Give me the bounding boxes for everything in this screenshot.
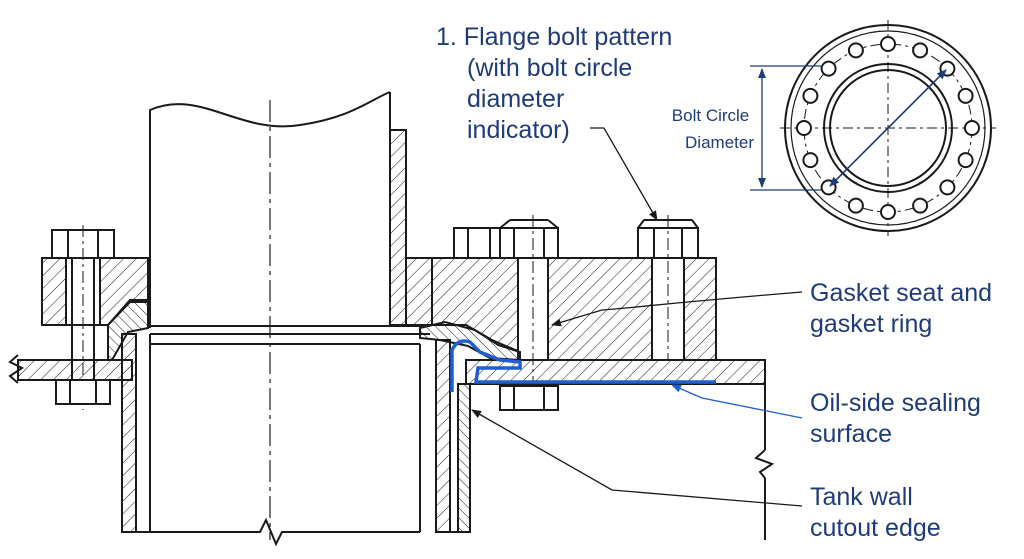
bolt-hole [964, 120, 980, 136]
bolt-hole [912, 197, 929, 214]
bolt-hole [957, 152, 974, 169]
left-tube-wall [121, 333, 151, 533]
label-gasket-seat: Gasket seat and gasket ring [810, 279, 999, 338]
right-tube-wall [419, 339, 471, 533]
bolt-hole [880, 36, 896, 52]
bolt-hole [847, 197, 864, 214]
oil-side-sealing-surface-highlight [450, 339, 716, 392]
leader-oil-side [671, 384, 803, 419]
leader-flange-bolt [590, 127, 658, 221]
right-bolt-inner [453, 215, 559, 411]
bolt-circle-dimension [750, 65, 822, 191]
bolt-hole [912, 42, 929, 59]
left-bolt [51, 225, 115, 410]
bushing-tube [149, 91, 407, 540]
conductor-lines [150, 325, 430, 345]
bolt-hole [957, 87, 974, 104]
bolt-hole [847, 42, 864, 59]
bolt-hole [802, 87, 819, 104]
label-flange-bolt-pattern: 1. Flange bolt pattern (with bolt circle… [436, 23, 679, 144]
bolt-hole [880, 204, 896, 220]
left-tank-plate [8, 354, 133, 384]
bolt-circle-inset [780, 20, 996, 236]
leader-gasket [551, 291, 803, 327]
right-tank-plate [465, 359, 775, 540]
bolt-hole [820, 60, 837, 77]
leader-tank-wall [471, 409, 803, 507]
bolt-hole [796, 120, 812, 136]
bottom-break-line [150, 517, 420, 547]
leader-lines [471, 127, 803, 507]
bolt-holes [796, 36, 980, 220]
label-oil-side-sealing: Oil-side sealing surface [810, 389, 988, 448]
right-flange [406, 257, 717, 361]
bolt-hole [802, 152, 819, 169]
diameter-arrow-reverse [829, 69, 947, 187]
label-tank-wall: Tank wall cutout edge [810, 483, 941, 542]
right-bolt-outer [637, 215, 699, 360]
bolt-hole [939, 179, 956, 196]
label-bolt-circle-diameter: Bolt Circle Diameter [672, 106, 755, 152]
